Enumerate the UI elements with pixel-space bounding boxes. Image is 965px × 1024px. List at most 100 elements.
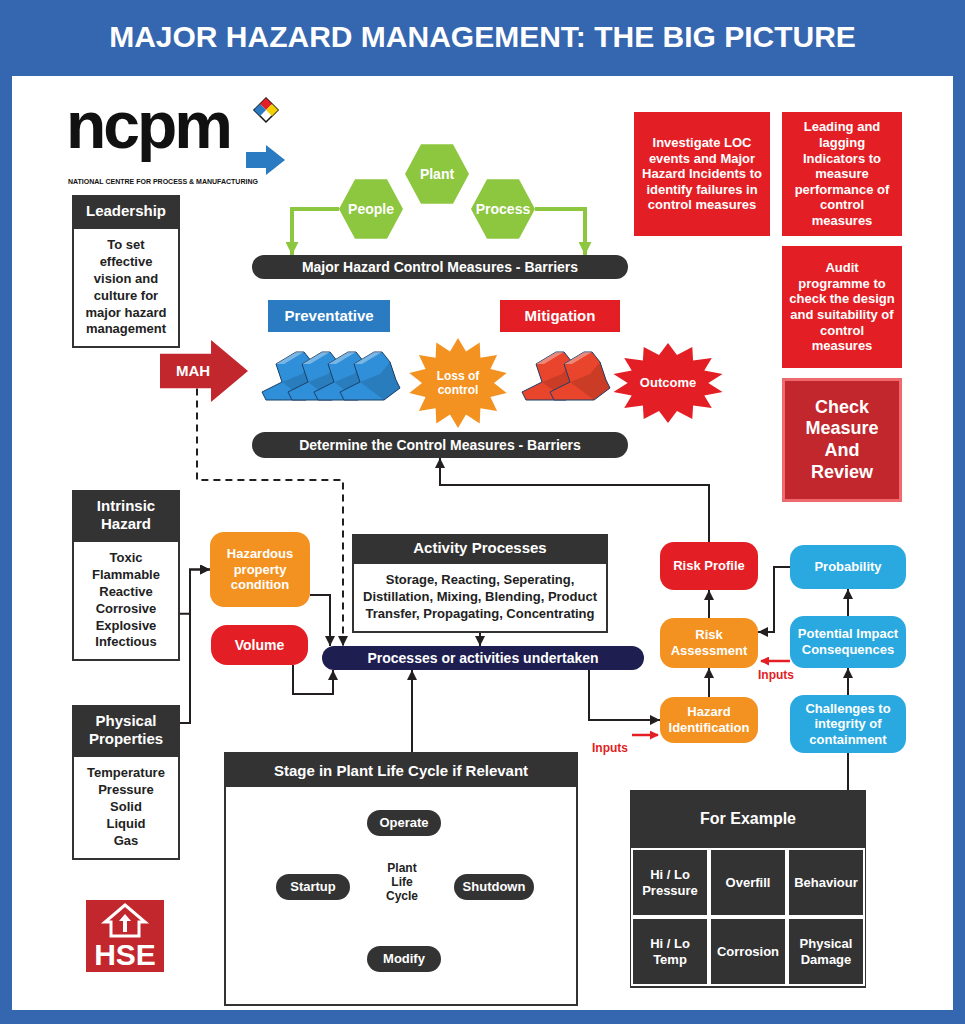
hse-logo-text: HSE <box>86 938 164 973</box>
box-text: Check Measure And Review <box>791 397 893 483</box>
connector-arrow <box>847 668 849 695</box>
connector-arrow <box>589 670 660 720</box>
mitigation-barriers <box>522 352 610 400</box>
box-heading: Physical Properties <box>72 705 180 755</box>
shape-text: Loss of control <box>408 369 508 398</box>
physical-properties-box: Physical PropertiesTemperature Pressure … <box>72 705 180 860</box>
connector-arrow <box>180 570 210 614</box>
process-box: Risk Assessment <box>660 618 758 668</box>
connector-arrow <box>847 753 849 790</box>
stage-pill: Shutdown <box>454 874 534 900</box>
preventative-label: Preventative <box>268 300 390 332</box>
process-box: Hazard Identification <box>660 697 758 743</box>
process-box: Potential Impact Consequences <box>790 616 906 668</box>
green-curve-arrow <box>292 209 339 255</box>
band-text: Major Hazard Control Measures - Barriers <box>302 259 578 276</box>
shape-text: Process <box>472 201 534 218</box>
table-cell: Hi / Lo Temp <box>631 917 709 986</box>
inputs-label: Inputs <box>592 742 636 756</box>
box-text: Challenges to integrity of containment <box>796 701 900 748</box>
process-hexagon: Process <box>471 178 535 240</box>
dashed-connector <box>197 388 343 646</box>
panel-heading: For Example <box>630 790 866 848</box>
box-text: Leading and lagging Indicators to measur… <box>788 119 896 228</box>
table-cell: Corrosion <box>709 917 787 986</box>
logo-text: ncpm <box>66 92 256 158</box>
box-body: Temperature Pressure Solid Liquid Gas <box>72 755 180 860</box>
loss-of-control-burst: Loss of control <box>408 338 508 428</box>
box-text: Hazard Identification <box>666 704 752 735</box>
leadership-box: LeadershipTo set effective vision and cu… <box>72 195 180 348</box>
box-text: Modify <box>383 951 425 967</box>
cycle-label: Plant Life Cycle <box>367 862 437 903</box>
box-text: Risk Assessment <box>666 627 752 658</box>
example-table: For ExampleHi / Lo Pressure Overfill Behav… <box>630 790 866 988</box>
process-box: Risk Profile <box>660 542 758 590</box>
box-text: Audit programme to check the design and … <box>788 260 896 354</box>
table-cell: Behaviour <box>787 848 865 917</box>
stage-pill: Startup <box>276 874 350 900</box>
table-cell: Physical Damage <box>787 917 865 986</box>
shape-text: Outcome <box>616 375 720 391</box>
page-title: MAJOR HAZARD MANAGEMENT: THE BIG PICTURE <box>10 0 955 74</box>
review-box: Investigate LOC events and Major Hazard … <box>634 112 770 236</box>
box-heading: Leadership <box>72 195 180 227</box>
connector-arrow <box>310 595 330 646</box>
box-text: Startup <box>290 879 336 895</box>
review-heading-box: Check Measure And Review <box>782 378 902 502</box>
process-box: Hazardous property condition <box>210 532 310 607</box>
process-box: Challenges to integrity of containment <box>790 695 906 753</box>
box-text: Risk Profile <box>673 558 745 574</box>
green-curve-arrow <box>535 209 585 255</box>
cell-text: Hi / Lo Temp <box>637 936 703 967</box>
barrier-band: Determine the Control Measures - Barrier… <box>252 432 628 458</box>
hse-logo <box>86 900 164 972</box>
box-heading: Activity Processes <box>352 534 608 562</box>
box-text: Probability <box>814 559 881 575</box>
connector-arrow <box>411 670 413 752</box>
connector-arrow <box>293 665 333 694</box>
box-heading: Intrinsic Hazard <box>72 490 180 540</box>
connector-arrow <box>708 668 710 697</box>
process-band: Processes or activities undertaken <box>322 646 644 670</box>
box-text: Preventative <box>284 307 373 325</box>
cell-text: Corrosion <box>717 944 779 960</box>
outcome-burst: Outcome <box>612 343 724 423</box>
shape-text: Plant <box>416 166 458 183</box>
cell-text: Behaviour <box>794 875 858 891</box>
shape-text: MAH <box>172 362 214 380</box>
box-text: Hazardous property condition <box>216 546 304 593</box>
cell-text: Physical Damage <box>793 936 859 967</box>
process-box: Probability <box>790 545 906 589</box>
box-text: Mitigation <box>525 307 596 325</box>
shape-text: People <box>344 201 398 218</box>
review-box: Leading and lagging Indicators to measur… <box>782 112 902 236</box>
band-text: Determine the Control Measures - Barrier… <box>299 437 581 454</box>
table-cell: Hi / Lo Pressure <box>631 848 709 917</box>
stage-pill: Operate <box>367 810 441 836</box>
activity-processes-box: Activity ProcessesStorage, Reacting, Sep… <box>352 534 608 633</box>
preventative-barriers <box>262 352 400 400</box>
logo-subtitle: NATIONAL CENTRE FOR PROCESS & MANUFACTUR… <box>68 178 298 186</box>
box-body: Storage, Reacting, Seperating, Distillat… <box>352 562 608 633</box>
band-text: Processes or activities undertaken <box>367 650 598 667</box>
connector-arrow <box>758 567 790 632</box>
connector-arrow <box>440 458 709 542</box>
mitigation-label: Mitigation <box>500 300 620 332</box>
intrinsic-hazard-box: Intrinsic HazardToxic Flammable Reactive… <box>72 490 180 661</box>
plant-hexagon: Plant <box>405 143 469 205</box>
panel-heading: Stage in Plant Life Cycle if Relevant <box>226 754 576 787</box>
cell-text: Overfill <box>726 875 771 891</box>
barrier-band: Major Hazard Control Measures - Barriers <box>252 255 628 279</box>
process-box: Volume <box>211 625 308 665</box>
people-hexagon: People <box>339 178 403 240</box>
connector-arrow <box>708 590 710 618</box>
box-text: Investigate LOC events and Major Hazard … <box>640 135 764 213</box>
box-text: Potential Impact Consequences <box>796 626 900 657</box>
connector-arrow <box>847 589 849 616</box>
ncpm-logo-mark <box>246 98 285 175</box>
box-body: Toxic Flammable Reactive Corrosive Explo… <box>72 540 180 661</box>
mah-arrow: MAH <box>160 340 248 402</box>
table-cell: Overfill <box>709 848 787 917</box>
